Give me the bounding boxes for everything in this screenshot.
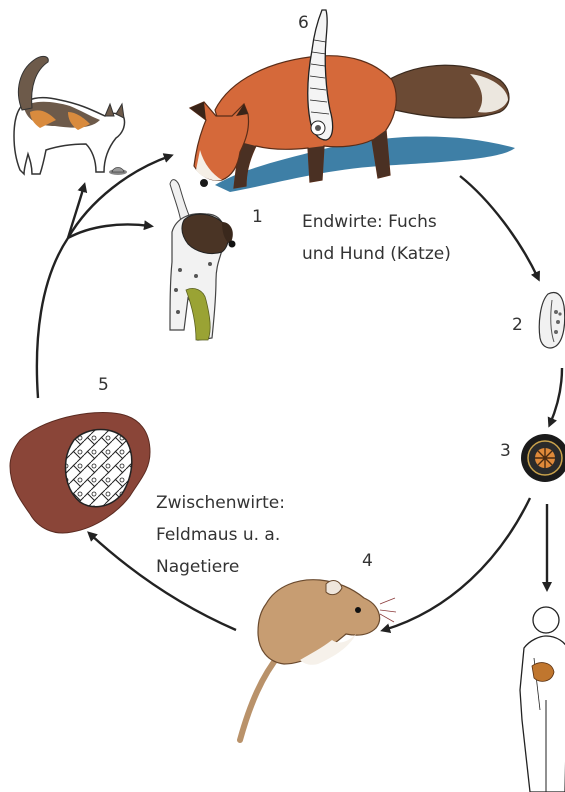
arrow-fox-to-proglottid (460, 176, 538, 278)
arrow-proglottid-to-egg (550, 368, 562, 424)
arrow-to-cat (68, 186, 84, 238)
egg-icon (521, 434, 565, 482)
label-3: 3 (500, 441, 511, 461)
dog-icon (170, 180, 236, 340)
label-4: 4 (362, 551, 373, 571)
arrow-liver-to-hosts (37, 238, 68, 398)
proglottid-icon (539, 293, 564, 348)
cat-icon (14, 56, 127, 175)
arrow-to-dog (68, 225, 150, 239)
liver-cyst-icon (10, 412, 150, 533)
human-icon (520, 607, 565, 792)
arrow-egg-to-mouse (384, 498, 530, 630)
caption-definitive-hosts-line1: Endwirte: Fuchs (302, 212, 437, 232)
caption-definitive-hosts-line2: und Hund (Katze) (302, 244, 451, 264)
caption-intermediate-hosts-line3: Nagetiere (156, 557, 239, 577)
caption-intermediate-hosts-line2: Feldmaus u. a. (156, 525, 280, 545)
caption-intermediate-hosts-line1: Zwischenwirte: (156, 493, 285, 513)
lifecycle-arrows (37, 156, 562, 630)
label-5: 5 (98, 375, 109, 395)
mouse-icon (240, 580, 396, 740)
label-2: 2 (512, 315, 523, 335)
arrow-mouse-to-liver (90, 534, 236, 630)
label-6: 6 (298, 13, 309, 33)
label-1: 1 (252, 207, 263, 227)
